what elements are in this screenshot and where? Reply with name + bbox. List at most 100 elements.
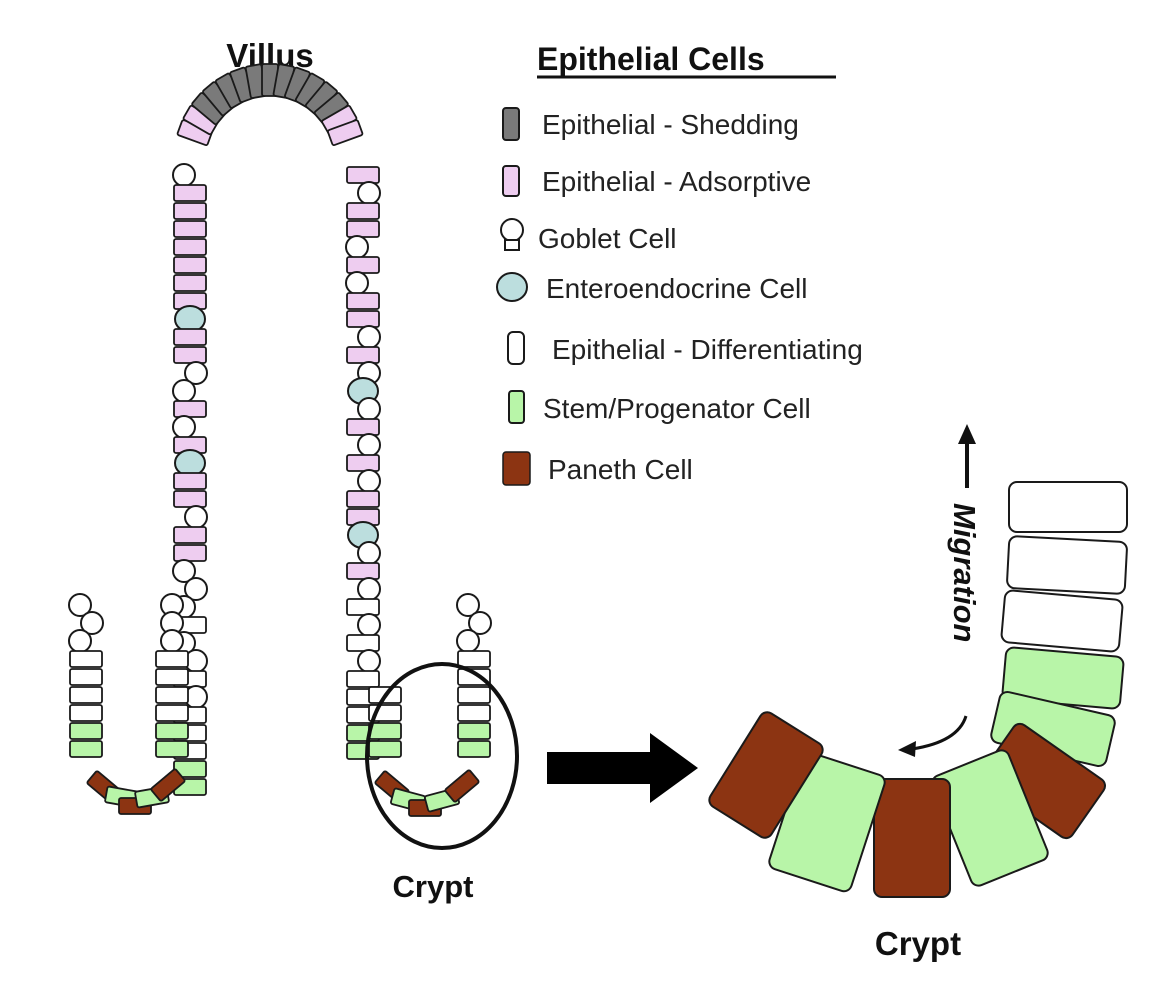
adsorptive-cell	[346, 256, 380, 274]
legend-label-paneth: Paneth Cell	[548, 454, 693, 485]
enlarged-crypt	[708, 481, 1128, 898]
legend-label-stem: Stem/Progenator Cell	[543, 393, 811, 424]
goblet-cell	[68, 629, 92, 653]
goblet-cell	[184, 361, 208, 385]
diff-cell	[457, 650, 491, 668]
diff-cell	[346, 598, 380, 616]
enlarged-paneth-cell	[708, 711, 824, 839]
adsorptive-cell	[346, 346, 380, 364]
legend-label-goblet: Goblet Cell	[538, 223, 677, 254]
goblet-cell	[357, 649, 381, 673]
diff-cell	[69, 686, 103, 704]
legend-swatch-goblet	[500, 218, 524, 242]
crypt-highlight-circle	[365, 662, 519, 850]
adsorptive-cell	[346, 490, 380, 508]
stem-cell	[368, 740, 402, 758]
adsorptive-cell	[346, 418, 380, 436]
adsorptive-cell	[346, 202, 380, 220]
migration-arrow-curved	[898, 715, 968, 757]
goblet-cell	[160, 629, 184, 653]
goblet-cell	[172, 379, 196, 403]
goblet-cell	[468, 611, 492, 635]
goblet-cell	[357, 433, 381, 457]
diff-cell	[346, 634, 380, 652]
goblet-cell	[357, 325, 381, 349]
adsorptive-cell	[173, 328, 207, 346]
legend-item-differentiating: Epithelial - Differentiating	[507, 331, 863, 365]
stem-cell	[457, 722, 491, 740]
villus-cell-layer	[68, 63, 492, 817]
stem-cell	[368, 722, 402, 740]
paneth-cell	[150, 768, 186, 802]
adsorptive-cell	[346, 166, 380, 184]
adsorptive-cell	[327, 119, 364, 146]
legend-swatch-stem	[508, 390, 525, 424]
diff-cell	[69, 704, 103, 722]
adsorptive-cell	[173, 220, 207, 238]
goblet-cell	[456, 593, 480, 617]
diff-cell	[155, 668, 189, 686]
goblet-cell	[184, 577, 208, 601]
diff-cell	[457, 668, 491, 686]
stem-cell	[155, 722, 189, 740]
legend-heading: Epithelial Cells	[537, 41, 765, 77]
legend-item-goblet: Goblet Cell	[500, 218, 677, 254]
goblet-cell	[357, 469, 381, 493]
stem-cell	[69, 722, 103, 740]
migration-label: Migration	[947, 503, 982, 643]
adsorptive-cell	[173, 274, 207, 292]
legend-swatch-shedding	[502, 107, 520, 141]
adsorptive-cell	[173, 400, 207, 418]
adsorptive-cell	[173, 472, 207, 490]
diff-cell	[457, 686, 491, 704]
enlarged-stem-cell	[931, 749, 1049, 887]
goblet-cell	[184, 505, 208, 529]
goblet-cell	[172, 163, 196, 187]
adsorptive-cell	[173, 202, 207, 220]
stem-cell	[155, 740, 189, 758]
goblet-cell	[357, 181, 381, 205]
zoom-arrow	[547, 733, 698, 803]
diff-cell	[155, 686, 189, 704]
legend-item-paneth: Paneth Cell	[502, 451, 693, 486]
adsorptive-cell	[346, 454, 380, 472]
crypt-label-left: Crypt	[393, 869, 474, 904]
goblet-cell	[172, 415, 196, 439]
adsorptive-cell	[346, 220, 380, 238]
stem-cell	[457, 740, 491, 758]
enlarged-diff-cell	[1008, 481, 1128, 533]
goblet-cell	[345, 235, 369, 259]
legend-swatch-goblet-stem	[504, 239, 520, 251]
goblet-cell	[172, 559, 196, 583]
goblet-cell	[456, 629, 480, 653]
adsorptive-cell	[173, 346, 207, 364]
legend-swatch-enteroendocrine	[496, 272, 528, 302]
adsorptive-cell	[346, 562, 380, 580]
diff-cell	[69, 668, 103, 686]
migration-arrow-up	[958, 424, 976, 488]
legend-label-shedding: Epithelial - Shedding	[542, 109, 799, 140]
legend-swatch-paneth	[502, 451, 531, 486]
adsorptive-cell	[173, 184, 207, 202]
goblet-cell	[357, 397, 381, 421]
adsorptive-cell	[173, 526, 207, 544]
legend-swatch-adsorptive	[502, 165, 520, 197]
goblet-cell	[357, 541, 381, 565]
diff-cell	[346, 670, 380, 688]
goblet-cell	[80, 611, 104, 635]
diff-cell	[69, 650, 103, 668]
legend-item-enteroendocrine: Enteroendocrine Cell	[496, 272, 808, 304]
goblet-cell	[357, 577, 381, 601]
adsorptive-cell	[173, 490, 207, 508]
legend-item-adsorptive: Epithelial - Adsorptive	[502, 165, 811, 197]
enlarged-diff-cell	[1000, 589, 1124, 653]
legend-label-adsorptive: Epithelial - Adsorptive	[542, 166, 811, 197]
diff-cell	[457, 704, 491, 722]
crypt-label-right: Crypt	[875, 925, 961, 962]
legend-label-differentiating: Epithelial - Differentiating	[552, 334, 863, 365]
adsorptive-cell	[346, 292, 380, 310]
adsorptive-cell	[346, 310, 380, 328]
goblet-cell	[68, 593, 92, 617]
adsorptive-cell	[173, 238, 207, 256]
